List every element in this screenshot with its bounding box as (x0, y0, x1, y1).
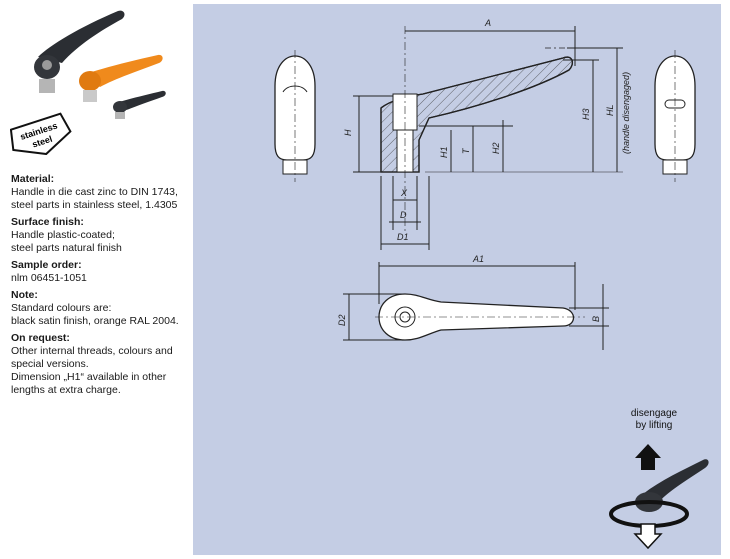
product-info-column: stainless steel Material: Handle in die … (0, 0, 190, 559)
dim-H: H (343, 129, 353, 136)
right-side-view (654, 50, 696, 182)
dim-D2: D2 (337, 314, 347, 326)
dim-HL: HL (605, 104, 615, 116)
dim-X: X (400, 188, 408, 198)
technical-drawing: A H H1 T H2 H3 HL (handle disengaged) X … (274, 18, 709, 550)
spec-text-note: Standard colours are: black satin finish… (11, 302, 179, 327)
spec-text-order: nlm 06451-1051 (11, 272, 87, 284)
dim-HL-note: (handle disengaged) (621, 72, 631, 154)
section-view (353, 26, 623, 250)
dim-T: T (461, 147, 471, 154)
spec-list: Material: Handle in die cast zinc to DIN… (11, 173, 189, 397)
dim-A1: A1 (472, 254, 484, 264)
disengage-caption: disengage by lifting (610, 408, 698, 432)
technical-drawing-panel: A H H1 T H2 H3 HL (handle disengaged) X … (193, 4, 721, 555)
dim-H2: H2 (491, 142, 501, 154)
dim-D1: D1 (397, 232, 409, 242)
product-photo: stainless steel (10, 10, 166, 155)
spec-heading-surface: Surface finish: (11, 216, 84, 228)
top-view (343, 262, 609, 350)
dim-D: D (400, 210, 407, 220)
orange-handle-image (79, 54, 163, 102)
caption-line2: by lifting (635, 420, 673, 431)
spec-text-surface: Handle plastic-coated; steel parts natur… (11, 229, 122, 254)
spec-text-material: Handle in die cast zinc to DIN 1743, ste… (11, 186, 178, 211)
dim-B: B (591, 316, 601, 322)
left-side-view (274, 50, 316, 182)
stainless-steel-badge: stainless steel (10, 112, 72, 155)
dim-H1: H1 (439, 146, 449, 158)
dim-H3: H3 (581, 108, 591, 120)
small-handle-image (113, 90, 166, 119)
caption-line1: disengage (630, 408, 678, 419)
dim-A: A (484, 18, 491, 28)
black-handle-image (34, 10, 125, 93)
spec-heading-note: Note: (11, 289, 38, 301)
spec-heading-request: On request: (11, 332, 70, 344)
spec-heading-order: Sample order: (11, 259, 82, 271)
disengage-pictogram (609, 444, 709, 550)
spec-text-request: Other internal threads, colours and spec… (11, 345, 173, 396)
spec-heading-material: Material: (11, 173, 55, 185)
